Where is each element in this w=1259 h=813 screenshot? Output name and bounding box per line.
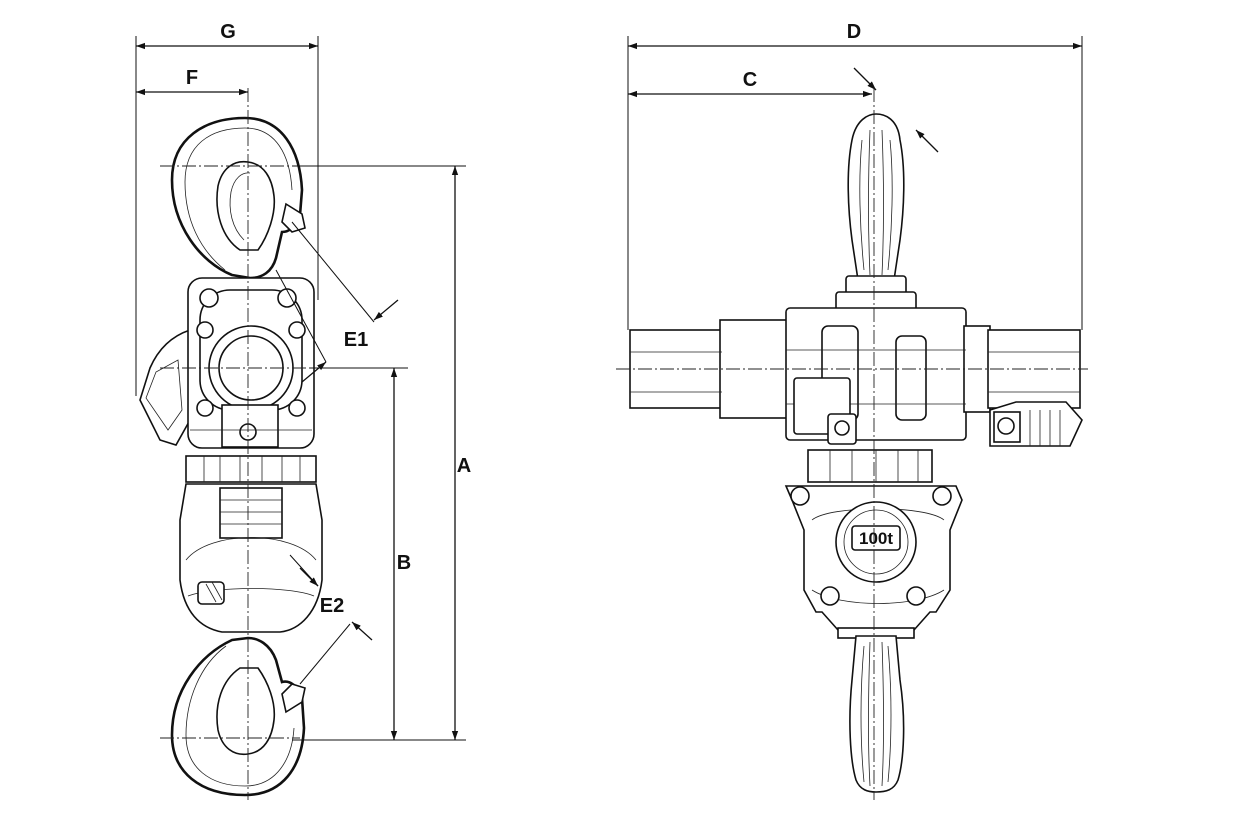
front-dimensions — [627, 36, 1083, 330]
label-D: D — [847, 21, 861, 43]
label-E1: E1 — [344, 329, 368, 351]
capacity-badge-text: 100t — [859, 529, 893, 548]
drive-shaft — [629, 307, 1083, 447]
dimension-labels: G F E1 E2 A B D C — [186, 21, 861, 617]
lower-hook — [170, 636, 306, 797]
label-B: B — [397, 552, 411, 574]
lower-hand-grip — [837, 627, 915, 793]
front-view: 100t — [616, 88, 1088, 800]
label-G: G — [220, 21, 236, 43]
capacity-badge — [851, 525, 901, 551]
upper-hook — [170, 116, 306, 280]
collar — [185, 455, 317, 483]
label-C: C — [743, 69, 757, 91]
label-F: F — [186, 67, 198, 89]
side-view — [139, 88, 330, 800]
label-A: A — [457, 455, 471, 477]
label-E2: E2 — [320, 595, 344, 617]
side-dimensions — [135, 36, 466, 741]
lower-block — [179, 483, 323, 633]
front-collar — [807, 449, 933, 483]
upper-hand-grip — [835, 113, 917, 313]
upper-block — [139, 277, 315, 449]
